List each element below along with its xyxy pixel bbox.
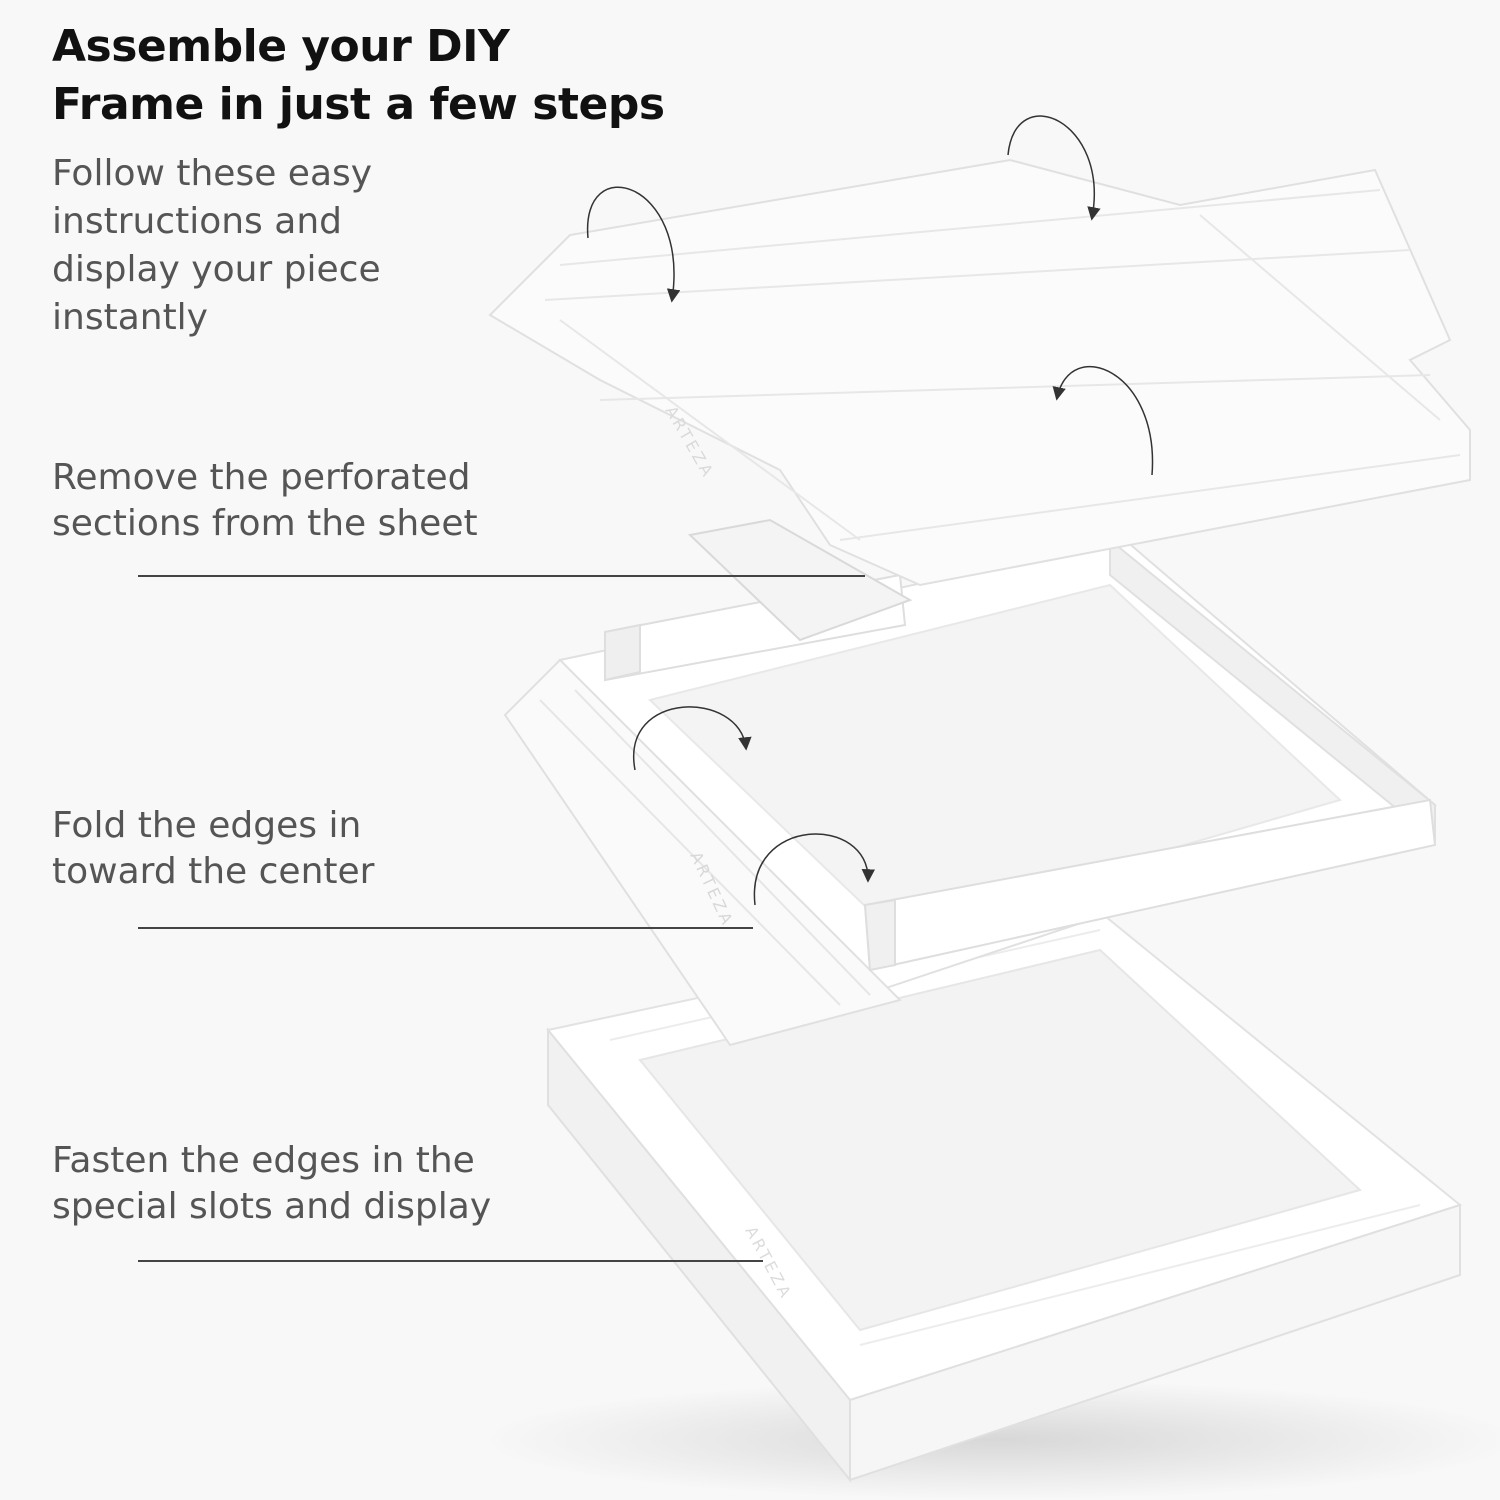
step-3-line-1: Fasten the edges in the — [52, 1140, 475, 1181]
step-2-line-2: toward the center — [52, 851, 375, 892]
intro-line-3: display your piece — [52, 249, 381, 290]
fold-arrows — [586, 115, 1154, 906]
floor-shadow — [480, 1380, 1500, 1500]
flat-sheet: ARTEZA — [488, 158, 1471, 642]
intro-line-1: Follow these easy — [52, 153, 373, 194]
intro-text: Follow these easy instructions and displ… — [52, 150, 381, 342]
step-3-leader-line — [138, 1260, 763, 1262]
page-title-line-2: Frame in just a few steps — [52, 79, 665, 130]
page-title: Assemble your DIY Frame in just a few st… — [52, 18, 665, 134]
step-2-leader-line — [138, 927, 753, 929]
assembled-frame: ARTEZA — [546, 910, 1463, 1483]
step-2-text: Fold the edges in toward the center — [52, 803, 374, 895]
perforated-piece — [687, 518, 913, 642]
fold-arrow-icon — [586, 186, 681, 303]
fold-arrow-icon — [1052, 365, 1154, 476]
step-3-text: Fasten the edges in the special slots an… — [52, 1138, 491, 1230]
step-1-line-1: Remove the perforated — [52, 457, 471, 498]
fold-arrow-icon — [1007, 115, 1101, 221]
page-title-line-1: Assemble your DIY — [52, 21, 510, 72]
step-3-line-2: special slots and display — [52, 1186, 492, 1227]
fold-arrow-icon — [632, 706, 752, 771]
step-1-leader-line — [138, 575, 865, 577]
fold-arrow-icon — [753, 833, 876, 906]
intro-line-2: instructions and — [52, 201, 342, 242]
step-2-line-1: Fold the edges in — [52, 805, 362, 846]
step-1-text: Remove the perforated sections from the … — [52, 455, 478, 547]
step-1-line-2: sections from the sheet — [52, 503, 478, 544]
intro-line-4: instantly — [52, 297, 208, 338]
folding-frame: ARTEZA — [503, 537, 1437, 1047]
